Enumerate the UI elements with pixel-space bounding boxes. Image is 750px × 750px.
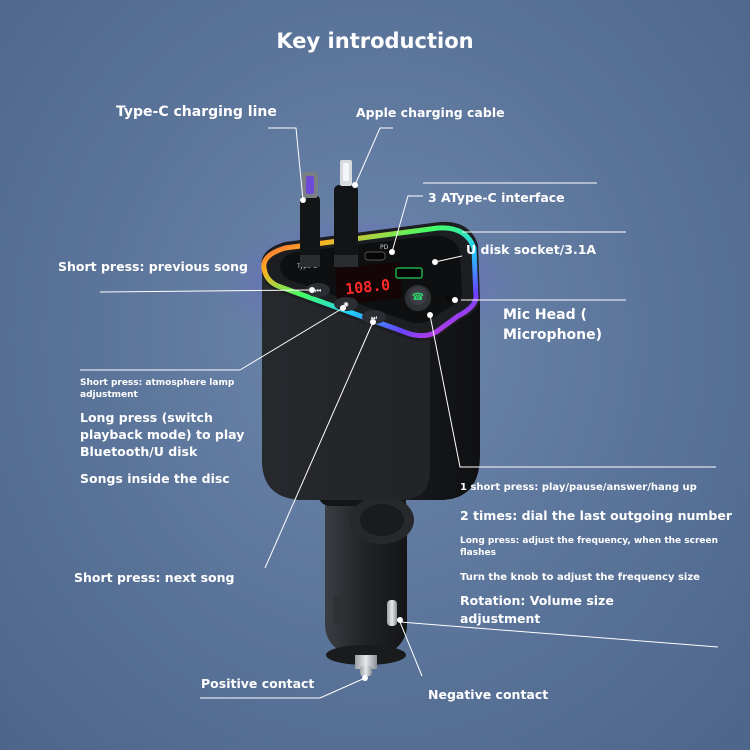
label-knob-long-press-2: flashes [460, 548, 496, 558]
label-lamp-2: adjustment [80, 390, 138, 400]
type-c-port[interactable] [364, 251, 386, 261]
label-next-song: Short press: next song [74, 570, 235, 585]
label-knob-short-press: 1 short press: play/pause/answer/hang up [460, 482, 697, 493]
apple-cable [334, 160, 358, 267]
label-long-press-1: Long press (switch [80, 410, 213, 425]
label-lamp-1: Short press: atmosphere lamp [80, 378, 235, 388]
label-positive-contact: Positive contact [201, 676, 315, 691]
leader-dots [300, 182, 458, 681]
label-knob-double-press: 2 times: dial the last outgoing number [460, 508, 732, 523]
label-type-c-line: Type-C charging line [116, 104, 277, 120]
next-song-button[interactable]: ⏭ [362, 310, 386, 324]
lamp-icon: ✺ [343, 301, 349, 309]
label-knob-turn: Turn the knob to adjust the frequency si… [460, 572, 700, 583]
type-c-cable [300, 172, 320, 267]
label-negative-contact: Negative contact [428, 687, 549, 702]
negative-contact-spring [387, 600, 397, 626]
lamp-mode-button[interactable]: ✺ [334, 297, 358, 311]
label-previous-song: Short press: previous song [58, 259, 248, 274]
label-long-press-2: playback mode) to play [80, 427, 245, 442]
label-songs-disc: Songs inside the disc [80, 471, 230, 486]
label-knob-long-press-1: Long press: adjust the frequency, when t… [460, 536, 719, 546]
label-apple-cable: Apple charging cable [356, 105, 505, 120]
previous-icon: ⏮ [315, 287, 321, 295]
label-usb-socket: U disk socket/3.1A [466, 242, 597, 257]
previous-song-button[interactable]: ⏮ [306, 283, 330, 297]
label-rotation-1: Rotation: Volume size [460, 593, 614, 608]
label-type-c-interface: 3 AType-C interface [428, 190, 565, 205]
control-knob[interactable]: ☎ [403, 283, 433, 313]
next-icon: ⏭ [371, 314, 378, 322]
positive-contact-tip [360, 666, 372, 676]
label-rotation-2: adjustment [460, 611, 541, 626]
phone-icon: ☎ [412, 292, 424, 303]
page-title: Key introduction [276, 29, 474, 53]
led-display: 108.0 [335, 262, 402, 305]
device-body [261, 221, 480, 500]
rgb-led-ring [261, 225, 479, 339]
label-mic-head-1: Mic Head ( [503, 307, 587, 323]
label-long-press-3: Bluetooth/U disk [80, 444, 198, 459]
label-mic-head-2: Microphone) [503, 327, 603, 343]
mic-hole [445, 295, 451, 301]
leader-lines [80, 127, 719, 699]
port-label-pd: PD [380, 244, 389, 251]
usb-socket[interactable] [395, 267, 423, 279]
display-readout: 108.0 [344, 276, 391, 299]
